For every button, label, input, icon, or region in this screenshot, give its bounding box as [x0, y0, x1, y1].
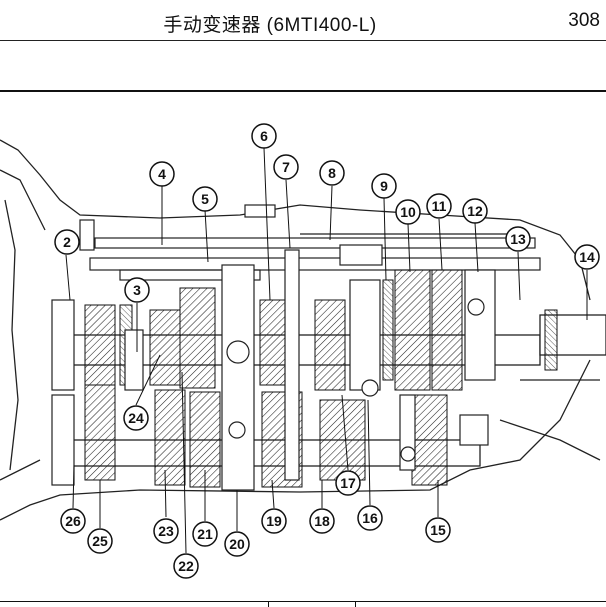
callout-25: 25 [92, 533, 108, 549]
callout-circle-26 [60, 508, 86, 534]
footer-rule [0, 601, 606, 602]
callout-circle-12 [462, 198, 488, 224]
footer-tick [355, 601, 356, 607]
callout-circle-18 [309, 508, 335, 534]
callout-2: 2 [63, 234, 71, 250]
gear-set [84, 269, 558, 488]
callout-6: 6 [260, 128, 268, 144]
callout-circle-23 [153, 518, 179, 544]
callout-19: 19 [266, 513, 282, 529]
callout-circle-15 [425, 517, 451, 543]
callout-23: 23 [158, 523, 174, 539]
callout-circle-16 [357, 505, 383, 531]
callout-circle-3 [124, 277, 150, 303]
callout-21: 21 [197, 526, 213, 542]
callout-17: 17 [340, 475, 356, 491]
shift-rails [89, 233, 541, 281]
callout-5: 5 [201, 191, 209, 207]
transmission-cutaway-diagram: 2 3 4 5 6 7 8 9 10 11 12 13 14 15 16 17 … [0, 123, 606, 579]
callout-circle-21 [192, 521, 218, 547]
header-rule [0, 40, 606, 41]
callout-circle-25 [87, 528, 113, 554]
callout-circle-5 [192, 186, 218, 212]
callout-4: 4 [158, 166, 166, 182]
callout-24: 24 [128, 410, 144, 426]
callout-circle-4 [149, 161, 175, 187]
callout-11: 11 [432, 198, 447, 214]
callout-circle-11 [426, 193, 452, 219]
page-title: 手动变速器 (6MTI400-L) [163, 15, 377, 36]
callout-14: 14 [579, 249, 595, 265]
callout-12: 12 [467, 203, 483, 219]
callout-16: 16 [362, 510, 378, 526]
callout-circle-14 [574, 244, 600, 270]
callout-circle-8 [319, 160, 345, 186]
callout-circle-2 [54, 229, 80, 255]
frame-rule [0, 90, 606, 92]
callout-8: 8 [328, 165, 336, 181]
callout-13: 13 [510, 231, 526, 247]
callout-10: 10 [400, 204, 416, 220]
callout-7: 7 [282, 159, 290, 175]
callout-circle-13 [505, 226, 531, 252]
callout-labels: 2 3 4 5 6 7 8 9 10 11 12 13 14 15 16 17 … [63, 128, 595, 574]
callout-circle-17 [335, 470, 361, 496]
callout-circle-9 [371, 173, 397, 199]
callout-circle-19 [261, 508, 287, 534]
callout-circle-6 [251, 123, 277, 149]
callout-9: 9 [380, 178, 388, 194]
callout-15: 15 [430, 522, 446, 538]
callout-3: 3 [133, 282, 141, 298]
synchronizers [51, 204, 496, 491]
callout-circle-24 [123, 405, 149, 431]
callout-18: 18 [314, 513, 330, 529]
callout-26: 26 [65, 513, 81, 529]
leader-lines [65, 147, 588, 554]
callout-20: 20 [229, 536, 245, 552]
callout-circles [54, 123, 600, 579]
callout-circle-10 [395, 199, 421, 225]
callout-circle-20 [224, 531, 250, 557]
callout-22: 22 [178, 558, 194, 574]
callout-circle-7 [273, 154, 299, 180]
footer-tick [268, 601, 269, 607]
callout-circle-22 [173, 553, 199, 579]
page-number: 308 [568, 10, 600, 31]
